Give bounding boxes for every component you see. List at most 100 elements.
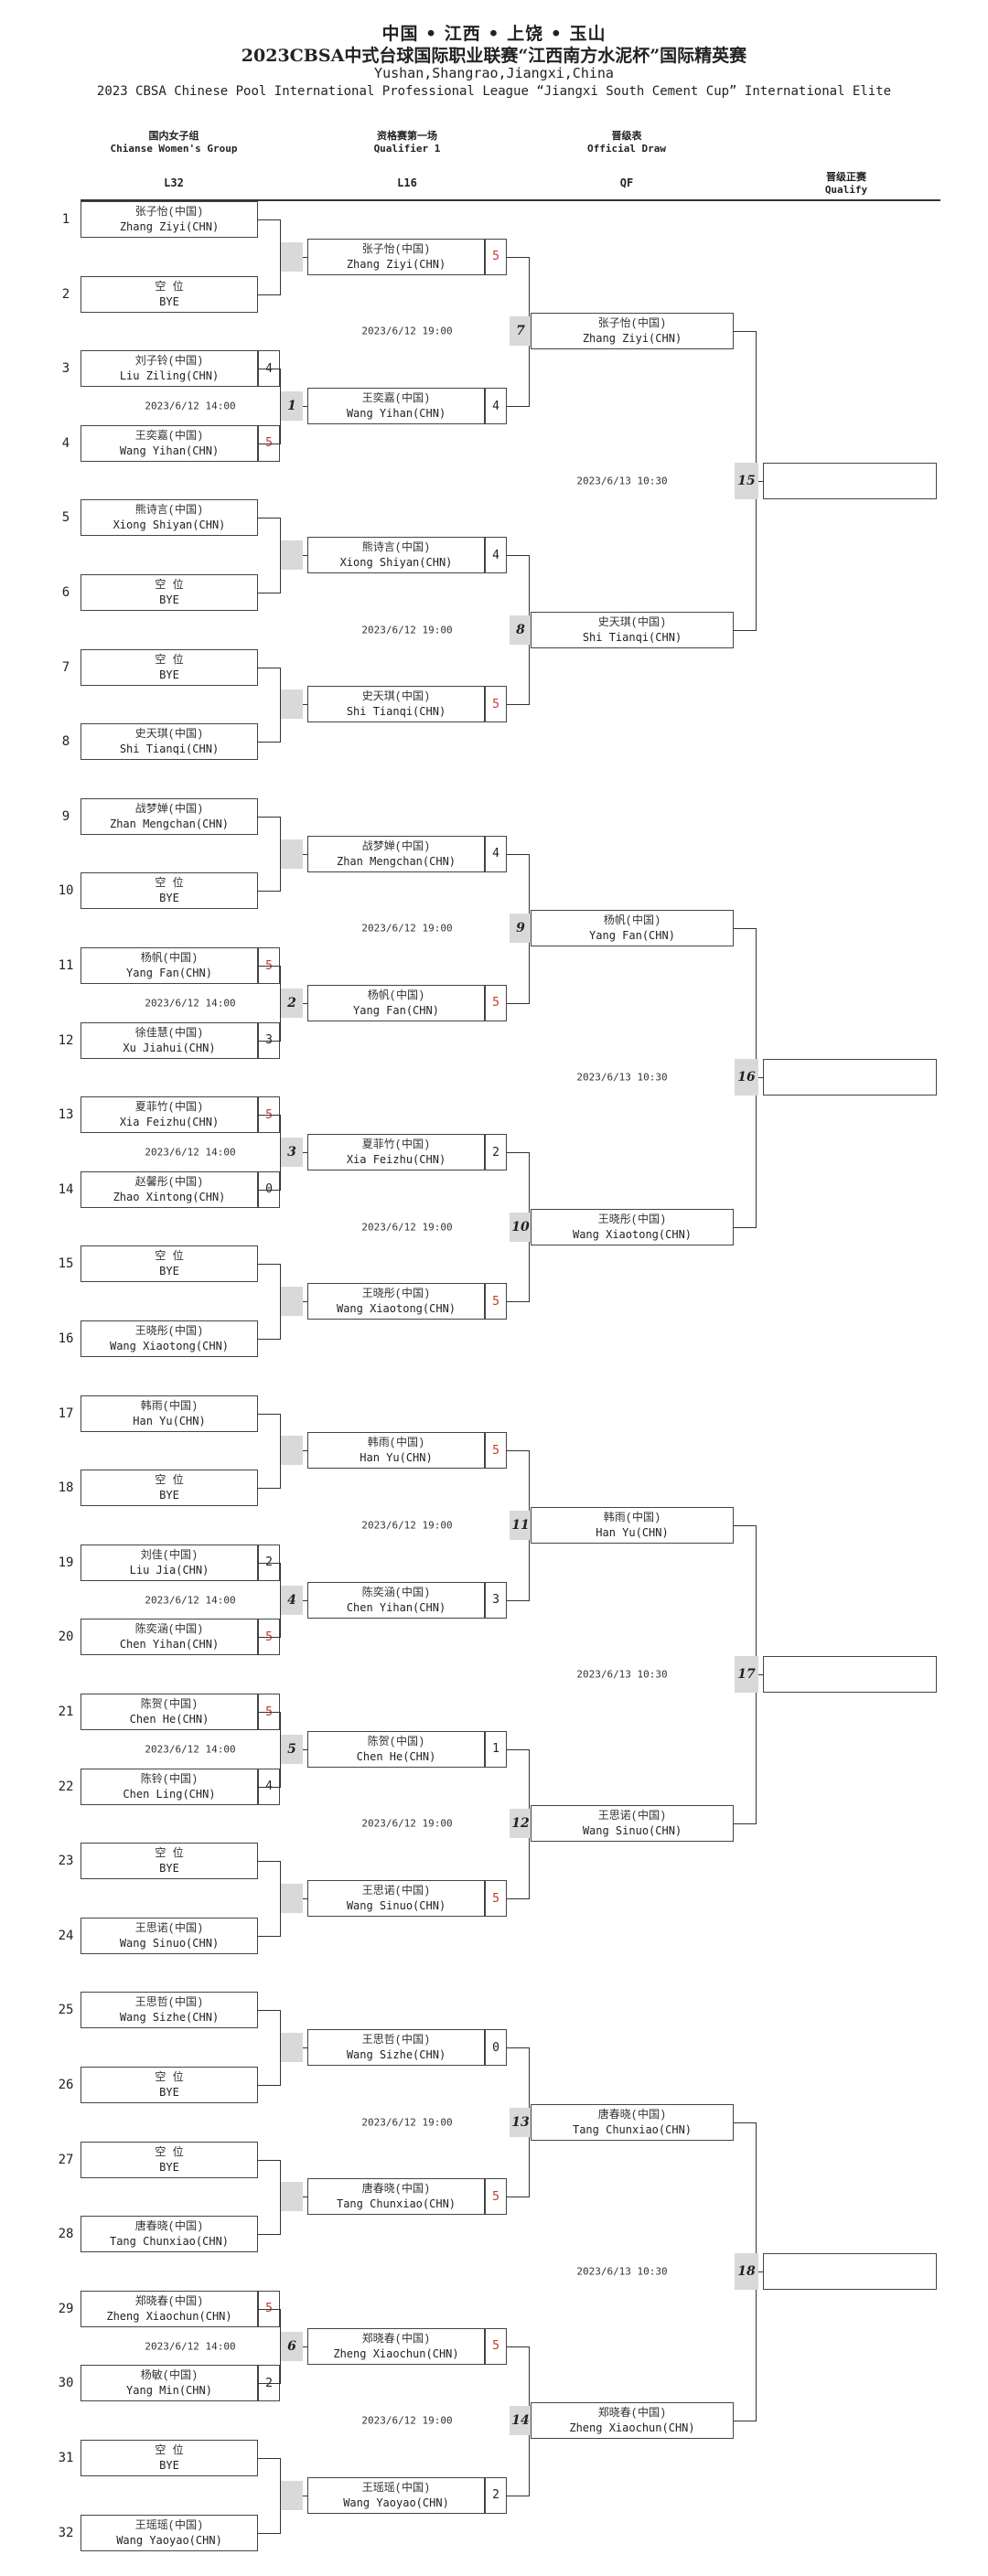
connector-line — [756, 2271, 763, 2272]
qualify-slot[interactable] — [763, 1656, 937, 1694]
connector-line — [258, 1861, 280, 1863]
match-time: 2023/6/13 10:30 — [576, 1668, 668, 1681]
player-box[interactable]: 陈贺(中国)Chen He(CHN) — [81, 1694, 258, 1730]
player-box[interactable]: 郑晓春(中国)Zheng Xiaochun(CHN) — [531, 2402, 734, 2440]
seed-number: 8 — [61, 734, 70, 750]
player-name-en: Zhang Ziyi(CHN) — [346, 257, 446, 271]
qualify-slot[interactable] — [763, 462, 937, 499]
player-box[interactable]: 王晓彤(中国)Wang Xiaotong(CHN) — [531, 1208, 734, 1245]
player-box[interactable]: 王思诺(中国)Wang Sinuo(CHN) — [531, 1805, 734, 1843]
player-box[interactable]: 史天琪(中国)Shi Tianqi(CHN) — [307, 686, 485, 723]
player-box[interactable]: 史天琪(中国)Shi Tianqi(CHN) — [531, 611, 734, 648]
player-name-en: Han Yu(CHN) — [360, 1451, 433, 1465]
player-box[interactable]: 王晓彤(中国)Wang Xiaotong(CHN) — [307, 1283, 485, 1320]
player-box[interactable]: 杨帆(中国)Yang Fan(CHN) — [531, 910, 734, 947]
player-box[interactable]: 刘佳(中国)Liu Jia(CHN) — [81, 1544, 258, 1581]
player-box[interactable]: 史天琪(中国)Shi Tianqi(CHN) — [81, 723, 258, 761]
player-name-cn: 杨帆(中国) — [367, 989, 425, 1002]
player-box[interactable]: 唐春晓(中国)Tang Chunxiao(CHN) — [531, 2103, 734, 2141]
match-time: 2023/6/13 10:30 — [576, 475, 668, 487]
score-box: 5 — [485, 1283, 507, 1320]
seed-number: 29 — [58, 2301, 74, 2316]
player-name-en: BYE — [159, 892, 179, 905]
player-name-cn: 熊诗言(中国) — [134, 504, 204, 518]
connector-line — [507, 406, 529, 407]
player-box[interactable]: 陈奕涵(中国)Chen Yihan(CHN) — [307, 1581, 485, 1619]
qualify-slot[interactable] — [763, 1059, 937, 1096]
player-name-en: BYE — [159, 668, 179, 681]
player-box[interactable]: 熊诗言(中国)Xiong Shiyan(CHN) — [307, 537, 485, 574]
player-name-en: Liu Jia(CHN) — [129, 1563, 209, 1577]
score-box: 0 — [485, 2029, 507, 2067]
connector-line — [507, 853, 529, 855]
player-box[interactable]: 夏菲竹(中国)Xia Feizhu(CHN) — [81, 1096, 258, 1134]
player-name-cn: 王晓彤(中国) — [597, 1213, 667, 1226]
seed-number: 19 — [58, 1555, 74, 1570]
player-box[interactable]: 王晓彤(中国)Wang Xiaotong(CHN) — [81, 1320, 258, 1357]
header-rule — [81, 199, 940, 201]
player-name-cn: 空 位 — [155, 2145, 184, 2159]
connector-line — [734, 1226, 756, 1228]
player-box[interactable]: 杨帆(中国)Yang Fan(CHN) — [307, 984, 485, 1021]
player-box[interactable]: 张子怡(中国)Zhang Ziyi(CHN) — [81, 201, 258, 238]
player-name-en: Xia Feizhu(CHN) — [346, 1153, 446, 1166]
player-box[interactable]: 王思诺(中国)Wang Sinuo(CHN) — [307, 1880, 485, 1917]
score-box: 1 — [485, 1730, 507, 1768]
player-box[interactable]: 陈奕涵(中国)Chen Yihan(CHN) — [81, 1619, 258, 1656]
player-box[interactable]: 郑晓春(中国)Zheng Xiaochun(CHN) — [307, 2327, 485, 2365]
player-box[interactable]: 杨帆(中国)Yang Fan(CHN) — [81, 947, 258, 984]
player-box[interactable]: 王奕嘉(中国)Wang Yihan(CHN) — [307, 388, 485, 424]
player-box[interactable]: 韩雨(中国)Han Yu(CHN) — [531, 1507, 734, 1544]
player-box[interactable]: 韩雨(中国)Han Yu(CHN) — [81, 1395, 258, 1432]
player-name-cn: 王思哲(中国) — [134, 1996, 204, 2010]
score-box: 5 — [485, 1880, 507, 1917]
player-box[interactable]: 陈贺(中国)Chen He(CHN) — [307, 1730, 485, 1768]
player-box[interactable]: 王瑶瑶(中国)Wang Yaoyao(CHN) — [307, 2476, 485, 2514]
player-box[interactable]: 郑晓春(中国)Zheng Xiaochun(CHN) — [81, 2290, 258, 2327]
match-number — [281, 1884, 303, 1913]
player-box[interactable]: 王瑶瑶(中国)Wang Yaoyao(CHN) — [81, 2514, 258, 2551]
player-box[interactable]: 熊诗言(中国)Xiong Shiyan(CHN) — [81, 499, 258, 537]
player-box[interactable]: 唐春晓(中国)Tang Chunxiao(CHN) — [307, 2178, 485, 2216]
connector-line — [258, 1488, 280, 1490]
seed-number: 32 — [58, 2525, 74, 2540]
connector-line — [258, 2159, 280, 2161]
player-box[interactable]: 王奕嘉(中国)Wang Yihan(CHN) — [81, 424, 258, 462]
player-box[interactable]: 王思哲(中国)Wang Sizhe(CHN) — [81, 1992, 258, 2029]
player-box[interactable]: 夏菲竹(中国)Xia Feizhu(CHN) — [307, 1134, 485, 1170]
player-box[interactable]: 赵馨彤(中国)Zhao Xintong(CHN) — [81, 1170, 258, 1208]
player-box[interactable]: 徐佳慧(中国)Xu Jiahui(CHN) — [81, 1021, 258, 1059]
connector-line — [258, 1339, 280, 1340]
player-name-en: Yang Fan(CHN) — [589, 929, 675, 943]
player-name-cn: 战梦婵(中国) — [134, 802, 204, 816]
qualify-slot[interactable] — [763, 2253, 937, 2290]
player-name-cn: 空 位 — [155, 1474, 184, 1488]
player-box[interactable]: 刘子铃(中国)Liu Ziling(CHN) — [81, 350, 258, 388]
player-box[interactable]: 陈铃(中国)Chen Ling(CHN) — [81, 1768, 258, 1805]
player-name-en: Chen Yihan(CHN) — [119, 1638, 220, 1651]
player-box[interactable]: 战梦婵(中国)Zhan Mengchan(CHN) — [307, 835, 485, 872]
player-box[interactable]: 韩雨(中国)Han Yu(CHN) — [307, 1432, 485, 1470]
match-number: 10 — [510, 1212, 532, 1242]
player-box[interactable]: 杨敏(中国)Yang Min(CHN) — [81, 2365, 258, 2402]
player-box[interactable]: 战梦婵(中国)Zhan Mengchan(CHN) — [81, 797, 258, 835]
player-name-en: Zhang Ziyi(CHN) — [582, 332, 682, 346]
player-box[interactable]: 王思诺(中国)Wang Sinuo(CHN) — [81, 1917, 258, 1954]
player-name-en: BYE — [159, 1862, 179, 1876]
player-box[interactable]: 张子怡(中国)Zhang Ziyi(CHN) — [307, 238, 485, 275]
match-number — [281, 2480, 303, 2510]
player-box[interactable]: 王思哲(中国)Wang Sizhe(CHN) — [307, 2029, 485, 2067]
player-box[interactable]: 张子怡(中国)Zhang Ziyi(CHN) — [531, 313, 734, 350]
player-name-en: Wang Yihan(CHN) — [119, 444, 220, 457]
player-box[interactable]: 唐春晓(中国)Tang Chunxiao(CHN) — [81, 2216, 258, 2253]
